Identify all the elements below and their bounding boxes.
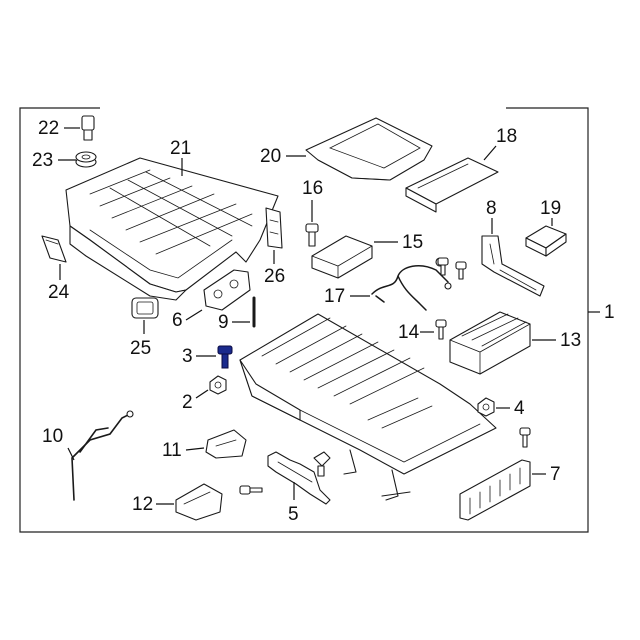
part-2-nut: [209, 375, 227, 395]
part-11-bracket: [205, 429, 247, 459]
callout-24: 24: [48, 282, 70, 303]
callout-26: 26: [264, 266, 285, 287]
callout-22: 22: [38, 118, 59, 139]
callout-25: 25: [130, 338, 151, 359]
part-17-wire-harness: [371, 257, 452, 311]
part-14-bolt: [435, 319, 447, 340]
part-5-clip: [313, 451, 331, 477]
callout-2: 2: [182, 392, 193, 413]
callout-8: 8: [486, 198, 497, 219]
callout-12: 12: [132, 494, 153, 515]
part-5-bracket: [267, 451, 331, 505]
part-15-bolts: [437, 257, 467, 280]
callout-13: 13: [560, 330, 581, 351]
part-15-junction-box: [311, 235, 373, 279]
part-1-main-tray: [239, 313, 497, 501]
part-22-fastener: [81, 115, 95, 141]
part-8-bracket: [481, 235, 545, 297]
part-10-cable: [71, 410, 134, 501]
callout-21: 21: [170, 138, 191, 159]
part-24-plate: [41, 235, 67, 263]
part-3-bolt-highlighted: [217, 345, 233, 369]
assembly-frame: [19, 107, 589, 533]
callout-14: 14: [398, 322, 420, 343]
callout-17: 17: [324, 286, 345, 307]
part-21-upper-cover: [65, 157, 279, 301]
part-7-shield-plate: [459, 459, 531, 521]
part-12-bolt: [239, 485, 263, 495]
part-16-bolt: [305, 223, 319, 247]
callout-3: 3: [182, 346, 193, 367]
part-18-tray: [405, 157, 499, 213]
part-20-cover-plate: [305, 117, 433, 181]
callout-23: 23: [32, 150, 53, 171]
part-19-module: [525, 225, 567, 257]
callout-6: 6: [172, 310, 183, 331]
callout-4: 4: [514, 398, 525, 419]
callout-19: 19: [540, 198, 561, 219]
part-23-grommet: [75, 151, 97, 168]
callout-7: 7: [550, 464, 561, 485]
part-4-nut: [477, 397, 495, 417]
part-7-bolt: [519, 427, 531, 448]
callout-15: 15: [402, 232, 423, 253]
callout-16: 16: [302, 178, 323, 199]
callout-1: 1: [604, 302, 615, 323]
callout-10: 10: [42, 426, 63, 447]
callout-5: 5: [288, 504, 299, 525]
part-6-gasket-plate: [203, 269, 251, 311]
callout-9: 9: [218, 312, 229, 333]
callout-11: 11: [162, 440, 182, 461]
part-13-battery-module: [449, 311, 531, 375]
part-25-gasket: [131, 297, 159, 319]
part-12-bracket: [175, 483, 223, 521]
callout-18: 18: [496, 126, 517, 147]
part-26-bracket: [265, 207, 283, 249]
callout-20: 20: [260, 146, 281, 167]
